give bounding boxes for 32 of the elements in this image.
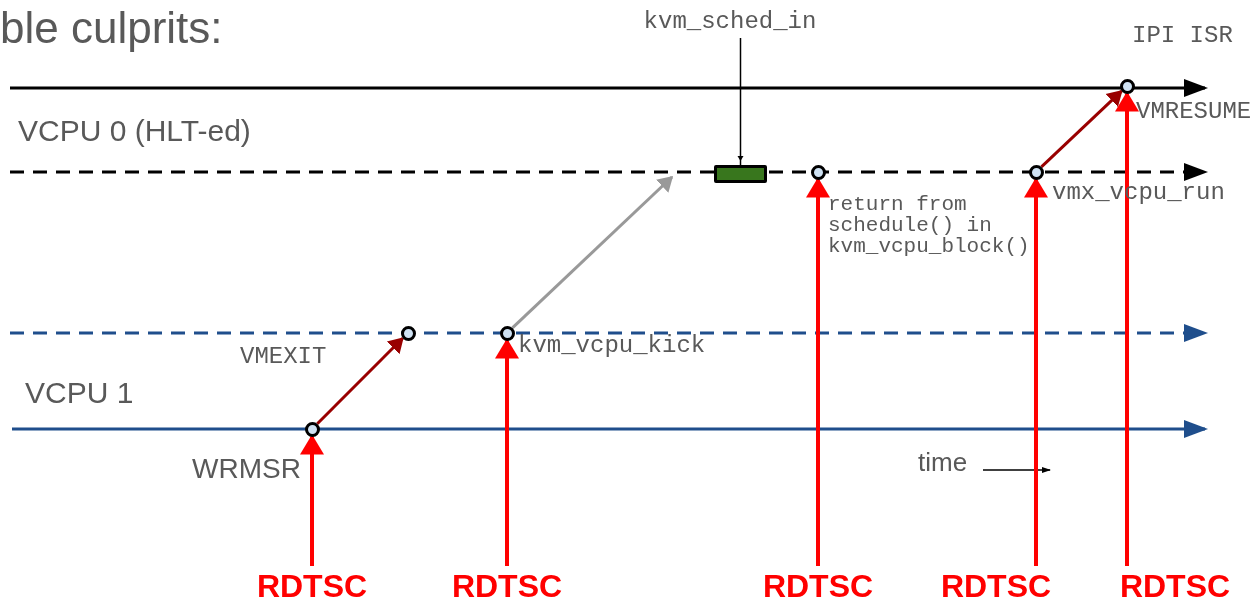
arrow	[495, 338, 519, 566]
arrow	[1040, 90, 1123, 168]
axis-label: time	[918, 449, 968, 475]
arrow	[316, 337, 404, 425]
lane-label: VCPU 1	[25, 378, 134, 408]
leader-line	[737, 37, 744, 166]
instruction-label: RDTSC	[247, 566, 377, 606]
event-label: return from schedule() in kvm_vcpu_block()	[828, 194, 1031, 257]
arrow	[806, 177, 830, 566]
event-label: IPI ISR	[1132, 24, 1233, 48]
title: ble culprits:	[0, 2, 223, 54]
event-label: kvm_vcpu_kick	[518, 334, 706, 358]
event-marker	[1119, 78, 1135, 94]
arrow	[300, 434, 324, 566]
event-label: VMRESUME	[1136, 100, 1252, 124]
instruction-label: RDTSC	[442, 566, 572, 606]
arrow	[1115, 91, 1139, 566]
event-marker	[304, 421, 320, 437]
event-label: WRMSR	[192, 455, 301, 483]
arrow	[511, 175, 674, 329]
lane-label: VCPU 0 (HLT-ed)	[18, 116, 251, 146]
function-label: kvm_sched_in	[640, 6, 820, 38]
event-bar	[714, 165, 767, 183]
instruction-label: RDTSC	[931, 566, 1061, 606]
instruction-label: RDTSC	[1110, 566, 1240, 606]
event-marker	[400, 325, 416, 341]
event-marker	[810, 164, 826, 180]
instruction-label: RDTSC	[753, 566, 883, 606]
event-marker	[499, 325, 515, 341]
event-label: VMEXIT	[240, 345, 327, 369]
event-marker	[1028, 164, 1044, 180]
arrow	[1024, 177, 1048, 566]
